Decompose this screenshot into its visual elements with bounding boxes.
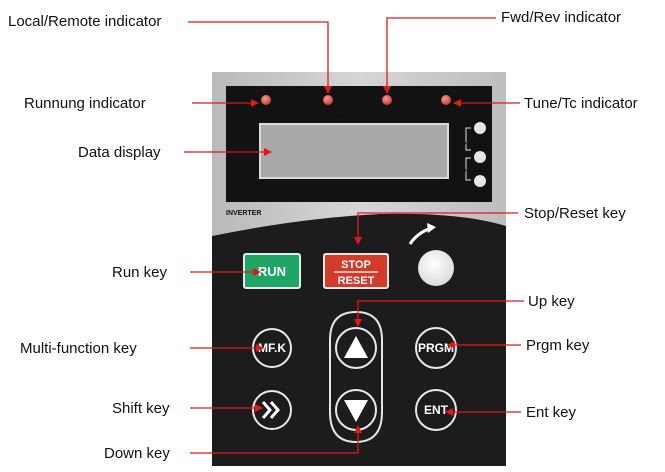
run-button-label: RUN [258, 264, 286, 279]
prgm-button[interactable]: PRGM [415, 327, 457, 369]
data-display-callout: Data display [78, 144, 161, 161]
fwd-rev-indicator-label: FWD/REV [371, 113, 404, 120]
up-key-leader [354, 300, 524, 327]
up-button[interactable] [335, 327, 377, 369]
running-callout: Runnung indicator [24, 95, 146, 112]
local-remote-indicator-label: LOCAL/REMOT [302, 113, 354, 120]
ent-button[interactable]: ENT [415, 389, 457, 431]
tune-tc-indicator-label: TUNE/TC [431, 113, 461, 120]
shift-double-chevron-icon [261, 401, 280, 419]
prgm-button-label: PRGM [418, 341, 454, 355]
stop-reset-callout: Stop/Reset key [524, 205, 626, 222]
up-key-callout: Up key [528, 293, 575, 310]
a-unit-label: A [478, 166, 483, 172]
ent-key-callout: Ent key [526, 404, 577, 421]
multi-function-callout: Multi-function key [20, 340, 137, 357]
ent-button-label: ENT [424, 403, 449, 417]
hz-unit-label: Hz [482, 137, 489, 143]
local-remote-leader [188, 21, 332, 94]
data-display [259, 123, 449, 179]
fwd-rev-callout: Fwd/Rev indicator [501, 9, 621, 26]
up-down-key-frame [329, 310, 383, 444]
shift-key-callout: Shift key [112, 400, 170, 417]
brand-label: INVERTER [226, 210, 261, 217]
keypad-panel: RUN LOCAL/REMOT FWD/REV TUNE/TC Hz RPM A… [212, 72, 506, 466]
prgm-key-callout: Prgm key [526, 337, 590, 354]
run-indicator-led [261, 95, 271, 105]
knob-direction-arrowhead [427, 223, 436, 233]
potentiometer-knob[interactable] [418, 250, 454, 286]
shift-button[interactable] [252, 390, 292, 430]
a-unit-led [474, 151, 486, 163]
up-arrow-icon [344, 336, 368, 358]
unit-indicators [465, 127, 471, 181]
bottom-unit-led [474, 175, 486, 187]
callout-labels: Local/Remote indicator Fwd/Rev indicator… [8, 9, 638, 462]
down-key-leader [190, 425, 362, 454]
down-key-callout: Down key [104, 445, 170, 462]
mfk-button-label: MF.K [258, 341, 286, 355]
hz-unit-led [474, 122, 486, 134]
stop-label: STOP [341, 259, 371, 271]
down-arrow-icon [344, 400, 368, 422]
run-button[interactable]: RUN [243, 253, 301, 289]
fwd-rev-leader [383, 17, 496, 94]
run-key-callout: Run key [112, 264, 168, 281]
reset-label: RESET [338, 275, 375, 287]
stop-reset-leader [354, 212, 518, 245]
percent-unit-label: % [461, 168, 467, 174]
stop-reset-button[interactable]: STOP RESET [323, 253, 389, 289]
tune-tc-indicator-led [441, 95, 451, 105]
rpm-unit-label: RPM [458, 142, 471, 148]
local-remote-indicator-led [323, 95, 333, 105]
local-remote-callout: Local/Remote indicator [8, 13, 161, 30]
down-button[interactable] [335, 389, 377, 431]
fwd-rev-indicator-led [382, 95, 392, 105]
callout-lines [184, 17, 524, 454]
tune-tc-callout: Tune/Tc indicator [524, 95, 638, 112]
run-indicator-label: RUN [258, 113, 273, 120]
